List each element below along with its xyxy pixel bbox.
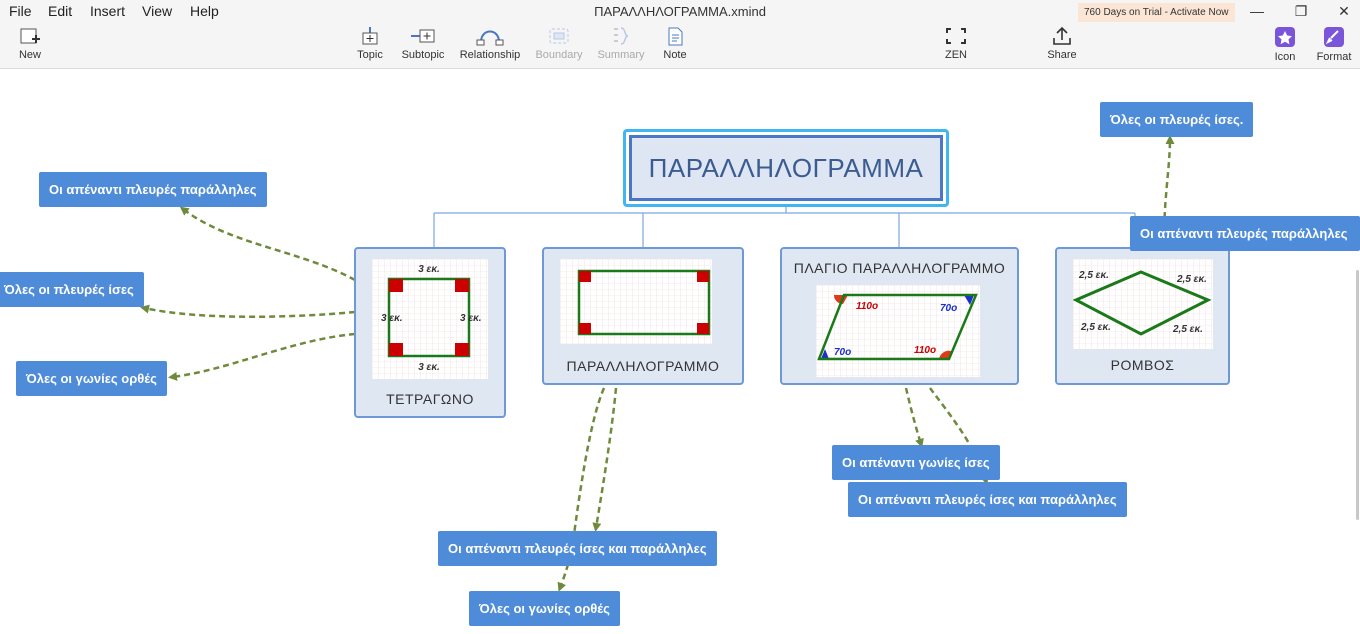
relation-line[interactable] [179,206,356,282]
angle-110-bottom: 110ο [914,345,936,356]
relationship-label: Relationship [459,49,521,61]
square-side-bottom: 3 εκ. [418,362,440,373]
subtopic-label: Subtopic [401,49,445,61]
relation-line[interactable] [557,387,606,592]
callout-oblique-equal-parallel[interactable]: Οι απέναντι πλευρές ίσες και παράλληλες [848,482,1127,517]
menu-file[interactable]: File [9,3,32,19]
topic-square-label: ΤΕΤΡΑΓΩΝΟ [386,391,474,407]
topic-label: Topic [357,49,383,61]
topic-oblique-label: ΠΛΑΓΙΟ ΠΑΡΑΛΛΗΛΟΓΡΑΜΜΟ [793,260,1006,276]
topic-rhombus-label: ΡΟΜΒΟΣ [1110,357,1175,373]
new-label: New [18,49,41,61]
star-icon [1275,27,1295,47]
topic-rhombus[interactable]: 2,5 εκ. 2,5 εκ. 2,5 εκ. 2,5 εκ. ΡΟΜΒΟΣ [1055,247,1230,385]
new-icon [20,28,40,44]
share-label: Share [1047,49,1077,61]
callout-square-right-angles[interactable]: Όλες οι γωνίες ορθές [16,361,167,396]
summary-icon [614,27,629,45]
share-button[interactable]: Share [1044,26,1080,61]
menu-help[interactable]: Help [190,3,219,19]
central-topic-label: ΠΑΡΑΛΛΗΛΟΓΡΑΜΜΑ [629,135,943,201]
branch-lines [433,201,1136,247]
menu-edit[interactable]: Edit [48,3,73,19]
relationship-icon [476,30,504,46]
rectangle-image [560,259,712,344]
rhombus-side-tl: 2,5 εκ. [1078,270,1109,281]
oblique-image: 110ο 70ο 70ο 110ο [816,285,980,377]
callout-rhombus-equal-sides[interactable]: Όλες οι πλευρές ίσες. [1100,102,1254,137]
topic-rectangle[interactable]: ΠΑΡΑΛΛΗΛΟΓΡΑΜΜΟ [542,247,744,385]
callout-rect-equal-parallel[interactable]: Οι απέναντι πλευρές ίσες και παράλληλες [438,531,717,566]
relation-line[interactable] [904,387,924,448]
callout-square-equal-sides[interactable]: Όλες οι πλευρές ίσες [0,272,144,307]
topic-oblique[interactable]: ΠΛΑΓΙΟ ΠΑΡΑΛΛΗΛΟΓΡΑΜΜΟ 110ο 70ο 70ο 110ο [780,247,1019,385]
zen-button[interactable]: ZEN [939,26,973,61]
central-topic[interactable]: ΠΑΡΑΛΛΗΛΟΓΡΑΜΜΑ [623,129,949,207]
angle-70-top: 70ο [940,303,957,314]
square-side-right: 3 εκ. [460,313,482,324]
share-icon [1053,26,1071,45]
relation-line[interactable] [168,332,356,381]
subtopic-icon [411,29,435,43]
rhombus-side-tr: 2,5 εκ. [1176,274,1207,285]
mindmap-canvas[interactable]: ΠΑΡΑΛΛΗΛΟΓΡΑΜΜΑ 3 εκ. 3 εκ. 3 εκ. 3 εκ. … [0,70,1360,634]
rhombus-image: 2,5 εκ. 2,5 εκ. 2,5 εκ. 2,5 εκ. [1072,259,1213,349]
square-side-top: 3 εκ. [418,264,440,275]
callout-rect-right-angles[interactable]: Όλες οι γωνίες ορθές [469,591,620,626]
summary-button[interactable]: Summary [594,26,648,61]
relation-line[interactable] [140,304,356,319]
window-title: ΠΑΡΑΛΛΗΛΟΓΡΑΜΜΑ.xmind [594,4,766,19]
topic-icon [362,27,378,45]
close-button[interactable]: ✕ [1338,3,1350,19]
boundary-button[interactable]: Boundary [532,26,586,61]
square-image: 3 εκ. 3 εκ. 3 εκ. 3 εκ. [372,259,488,379]
brush-icon [1324,27,1344,47]
minimize-button[interactable]: — [1250,3,1264,19]
vertical-scrollbar[interactable] [1356,270,1359,520]
restore-button[interactable]: ❐ [1294,3,1308,19]
title-bar: File Edit Insert View Help ΠΑΡΑΛΛΗΛΟΓΡΑΜ… [0,0,1360,24]
summary-label: Summary [597,49,645,61]
zen-label: ZEN [945,49,967,61]
angle-70-bottom: 70ο [834,347,851,358]
square-side-left: 3 εκ. [381,313,403,324]
subtopic-button[interactable]: Subtopic [398,26,448,61]
note-icon [668,27,683,46]
topic-button[interactable]: Topic [352,26,388,61]
callout-oblique-angles[interactable]: Οι απέναντι γωνίες ίσες [832,445,1000,480]
note-label: Note [663,49,687,61]
icon-button[interactable]: Icon [1268,26,1302,63]
boundary-label: Boundary [535,49,583,61]
topic-square[interactable]: 3 εκ. 3 εκ. 3 εκ. 3 εκ. ΤΕΤΡΑΓΩΝΟ [354,247,506,418]
rhombus-side-bl: 2,5 εκ. [1080,322,1111,333]
angle-110-top: 110ο [856,301,878,312]
menu-insert[interactable]: Insert [90,3,126,19]
relation-line[interactable] [592,387,618,532]
topic-rectangle-label: ΠΑΡΑΛΛΗΛΟΓΡΑΜΜΟ [566,358,720,374]
callout-rhombus-parallel[interactable]: Οι απέναντι πλευρές παράλληλες [1130,216,1360,251]
icon-label: Icon [1274,51,1296,63]
rhombus-side-br: 2,5 εκ. [1172,324,1203,335]
relationship-button[interactable]: Relationship [457,26,523,61]
format-label: Format [1316,51,1352,63]
zen-icon [946,28,966,44]
relation-line[interactable] [928,387,989,485]
format-button[interactable]: Format [1314,26,1354,63]
menu-view[interactable]: View [142,3,173,19]
new-button[interactable]: New [12,26,48,61]
note-button[interactable]: Note [659,26,691,61]
callout-square-parallel[interactable]: Οι απέναντι πλευρές παράλληλες [39,172,267,207]
boundary-icon [549,28,569,44]
trial-badge[interactable]: 760 Days on Trial - Activate Now [1078,3,1235,22]
toolbar: New Topic Subtopic Relationship Boundary… [0,24,1360,69]
